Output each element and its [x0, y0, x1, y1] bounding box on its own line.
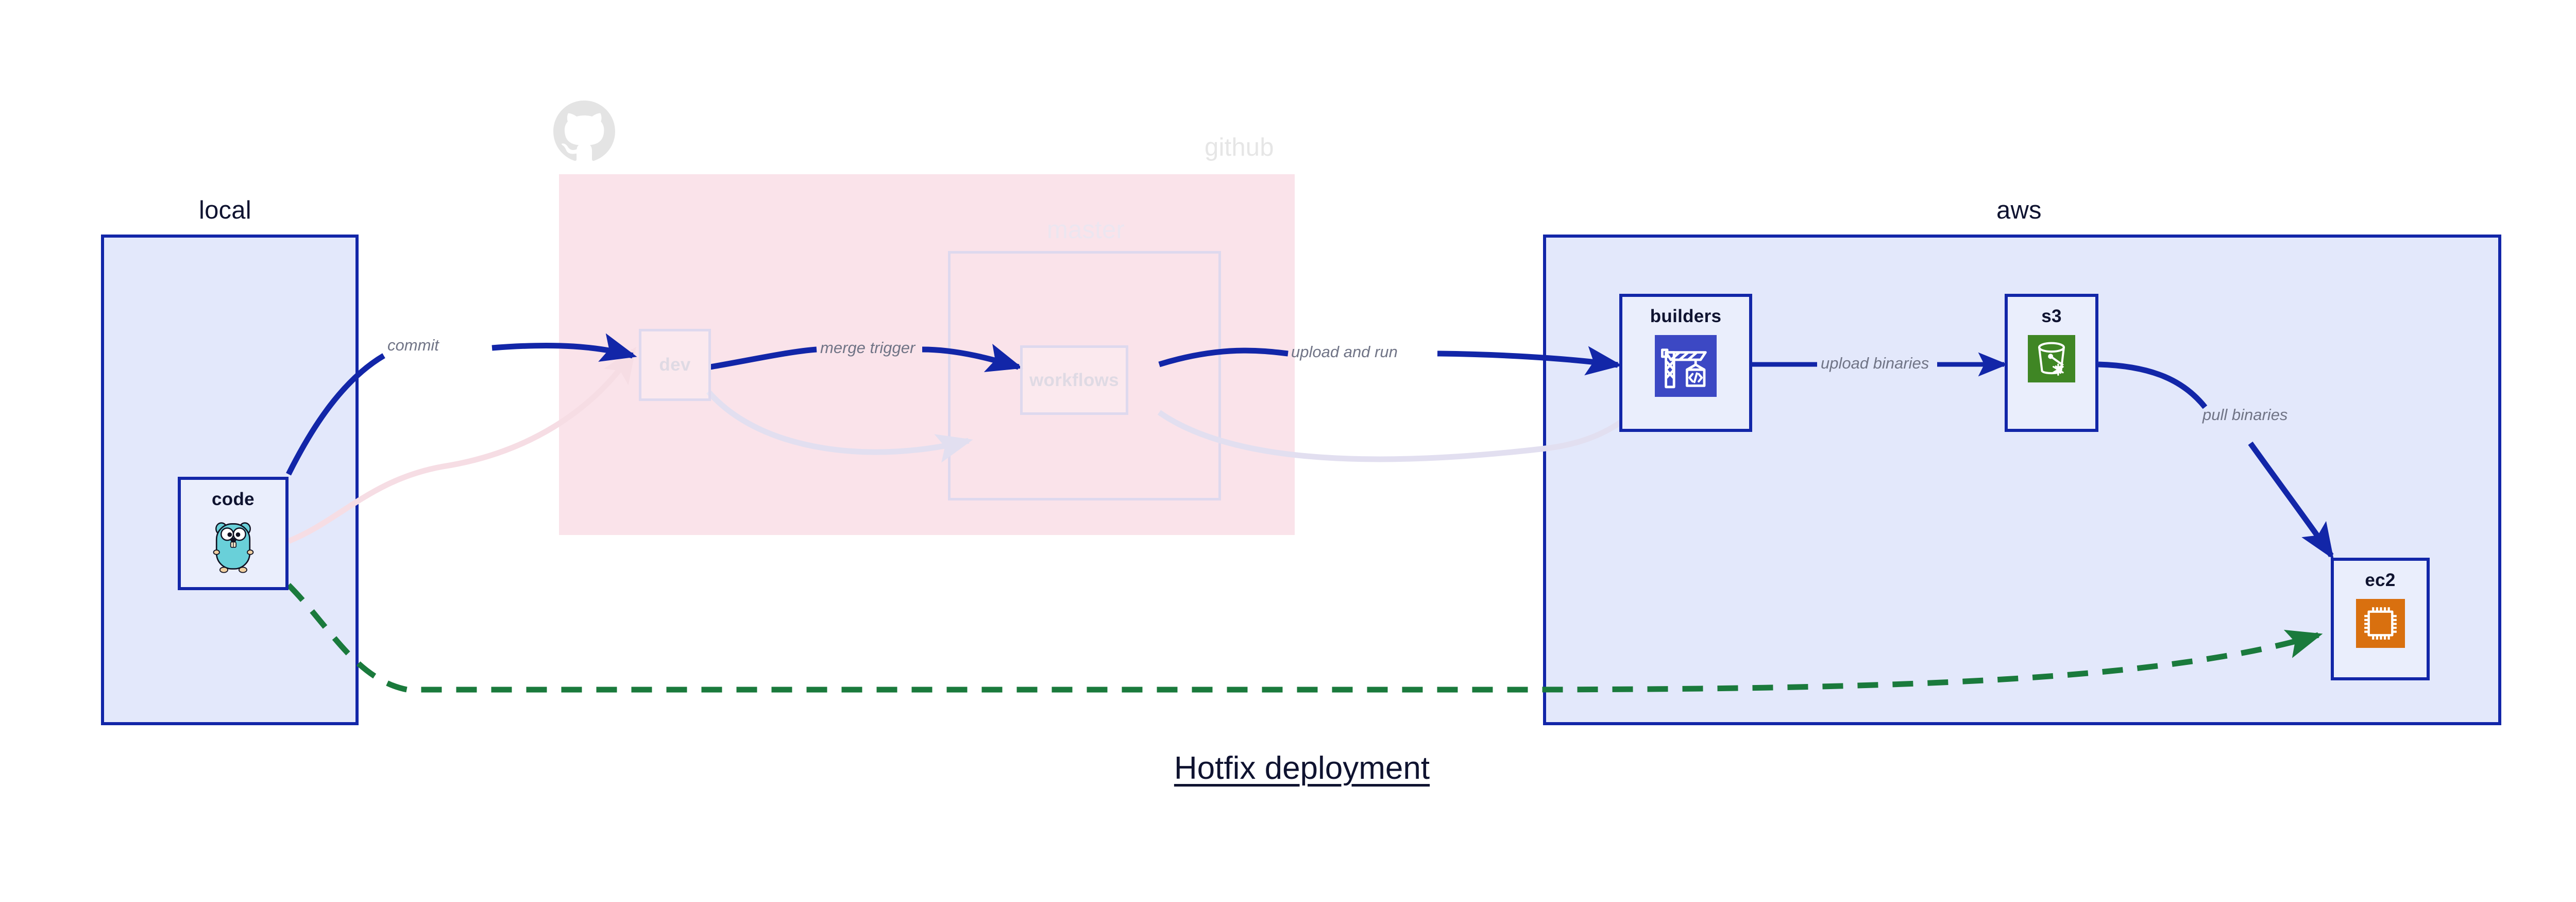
- aws-codebuild-icon: [1655, 335, 1717, 397]
- node-builders[interactable]: builders: [1619, 294, 1752, 432]
- node-ec2[interactable]: ec2: [2331, 558, 2430, 680]
- node-dev-label: dev: [659, 355, 691, 375]
- node-s3[interactable]: s3: [2005, 294, 2098, 432]
- node-dev[interactable]: dev: [639, 329, 711, 401]
- group-title-master: master: [1047, 216, 1125, 244]
- group-master: [948, 251, 1221, 500]
- edge-label-merge-trigger: merge trigger: [820, 339, 916, 357]
- node-code-label: code: [212, 489, 255, 509]
- aws-s3-glacier-icon: [2028, 335, 2075, 382]
- node-workflows[interactable]: workflows: [1020, 345, 1128, 415]
- node-s3-label: s3: [2041, 306, 2062, 326]
- node-code[interactable]: code: [178, 477, 289, 590]
- node-builders-label: builders: [1650, 306, 1722, 326]
- node-workflows-label: workflows: [1029, 370, 1119, 390]
- group-title-github: github: [1205, 133, 1274, 161]
- edge-label-pull-binaries: pull binaries: [2202, 406, 2288, 424]
- diagram-caption: Hotfix deployment: [0, 750, 2576, 787]
- diagram-title: Hotfix deployment: [1174, 750, 1430, 786]
- edge-label-upload-binaries: upload binaries: [1821, 354, 1929, 372]
- go-gopher-icon: [213, 522, 254, 573]
- node-ec2-label: ec2: [2365, 570, 2396, 590]
- aws-ec2-chip-icon: [2355, 599, 2405, 648]
- github-octocat-icon: [553, 101, 615, 161]
- group-title-local: local: [199, 196, 251, 224]
- group-title-aws: aws: [1996, 196, 2042, 224]
- edge-label-commit: commit: [387, 336, 439, 354]
- edge-label-upload-and-run: upload and run: [1291, 343, 1398, 361]
